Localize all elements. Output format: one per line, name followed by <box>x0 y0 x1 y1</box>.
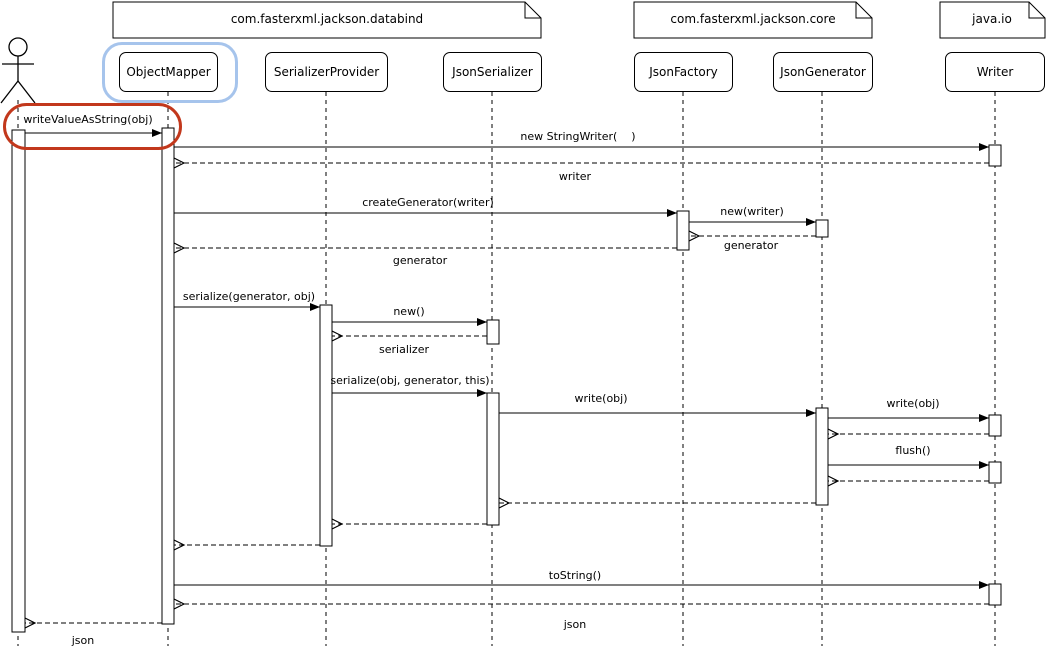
activation-serializer-provider <box>319 304 333 547</box>
activation-writer-3 <box>988 461 1002 484</box>
message-label-serialize-generator-obj: serialize(generator, obj) <box>182 290 316 303</box>
activation-writer-2 <box>988 414 1002 437</box>
actor-icon <box>0 37 36 104</box>
package-databind-label: com.fasterxml.jackson.databind <box>230 12 424 26</box>
activation-writer-4 <box>988 583 1002 606</box>
message-label-generator-return-inner: generator <box>723 239 779 252</box>
message-label-flush: flush() <box>895 444 931 457</box>
message-label-new-string-writer: new StringWriter( ) <box>520 130 636 143</box>
lifeline-head-object-mapper: ObjectMapper <box>119 52 218 92</box>
activation-object-mapper <box>161 127 175 625</box>
activation-json-generator-main <box>815 407 829 506</box>
object-mapper-highlight <box>102 42 238 103</box>
message-label-generator-return-outer: generator <box>392 254 448 267</box>
lifeline-label-object-mapper: ObjectMapper <box>126 65 211 79</box>
package-databind-shape <box>112 1 542 39</box>
message-label-writer-return: writer <box>558 170 592 183</box>
activations-layer <box>11 127 1002 633</box>
lifeline-head-json-factory: JsonFactory <box>634 52 733 92</box>
lifeline-label-writer: Writer <box>976 65 1014 79</box>
message-label-write-value-as-string: writeValueAsString(obj) <box>23 113 153 126</box>
activation-writer-1 <box>988 144 1002 167</box>
lifeline-label-json-serializer: JsonSerializer <box>452 65 533 79</box>
package-javaio-label: java.io <box>972 12 1012 26</box>
lifeline-head-json-generator: JsonGenerator <box>773 52 873 92</box>
package-core-label: com.fasterxml.jackson.core <box>670 12 836 26</box>
message-label-json-return-actor: json <box>71 634 95 647</box>
message-label-write-obj-generator: write(obj) <box>886 397 940 410</box>
activation-json-generator-new <box>815 219 829 238</box>
write-value-annotation-ellipse <box>3 103 182 150</box>
package-core-shape <box>633 1 873 39</box>
message-label-new-writer: new(writer) <box>720 205 784 218</box>
package-shapes <box>112 1 1046 39</box>
message-label-new-call: new() <box>393 305 425 318</box>
lifeline-head-writer: Writer <box>945 52 1045 92</box>
activation-json-serializer-main <box>486 392 500 526</box>
message-label-serializer-return: serializer <box>379 343 429 356</box>
lifeline-label-json-generator: JsonGenerator <box>780 65 866 79</box>
lifeline-head-serializer-provider: SerializerProvider <box>265 52 388 92</box>
message-label-json-return: json <box>563 618 587 631</box>
activation-json-factory <box>676 210 690 251</box>
message-label-create-generator: createGenerator(writer) <box>362 196 494 209</box>
message-label-serialize-obj-generator-this: serialize(obj, generator, this) <box>330 374 490 387</box>
activation-actor <box>11 129 26 633</box>
messages-layer <box>24 129 989 629</box>
message-label-write-obj-serializer: write(obj) <box>574 392 628 405</box>
message-label-to-string: toString() <box>548 569 602 582</box>
lifeline-label-json-factory: JsonFactory <box>649 65 718 79</box>
lifeline-head-json-serializer: JsonSerializer <box>443 52 542 92</box>
lifeline-label-serializer-provider: SerializerProvider <box>273 65 380 79</box>
package-javaio-shape <box>939 1 1046 39</box>
activation-json-serializer-new <box>486 319 500 345</box>
